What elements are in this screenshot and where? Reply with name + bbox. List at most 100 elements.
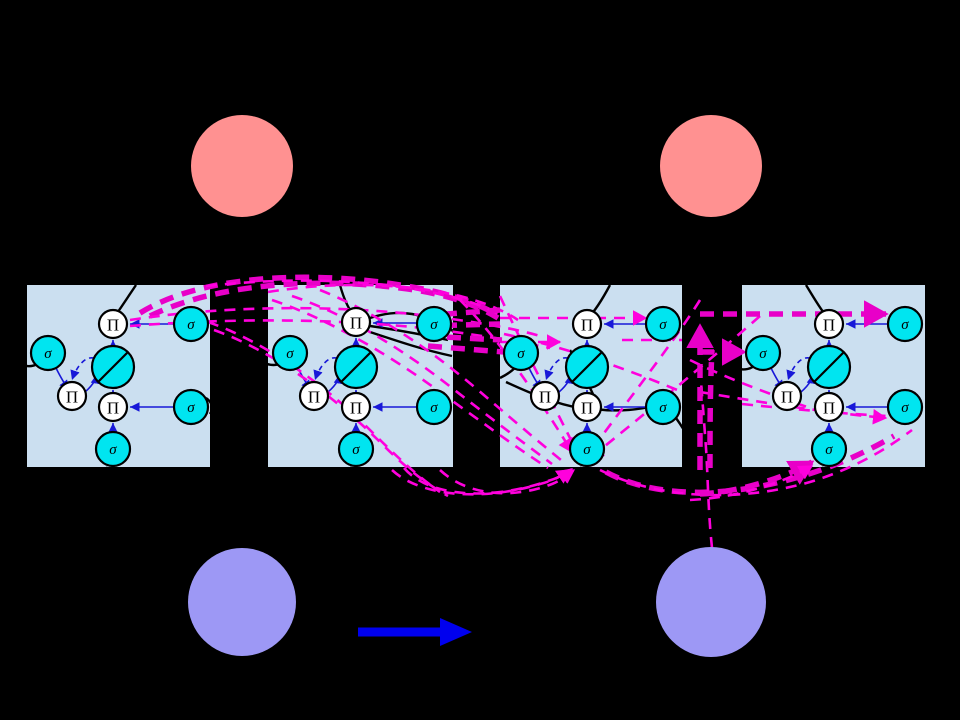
p3-sigma-bottom-circle [568, 430, 606, 468]
bottom-left-circle[interactable] [188, 548, 296, 656]
p2-pi-left-circle [298, 380, 330, 412]
p2-pi-top-label: Π [350, 314, 362, 333]
p3-pi-top-label: Π [581, 316, 593, 335]
magenta-lower-arc-5 [599, 428, 913, 497]
p4-sigma-left-circle [744, 334, 782, 372]
p1-pi-left[interactable]: Π [56, 380, 88, 412]
p4-sigma-bottom-label: σ [825, 442, 833, 458]
p4-pi-bottom-circle [813, 391, 845, 423]
magenta-into-p3-sigma-a [459, 299, 574, 454]
p1-sigma-left-circle [29, 334, 67, 372]
black-curve-p3-bottom [578, 466, 599, 475]
p4-pi-left[interactable]: Π [771, 380, 803, 412]
p4-hub[interactable] [806, 344, 852, 390]
p3-sigma-bottom-label: σ [583, 442, 591, 458]
magenta-p1-fan-a [129, 306, 541, 338]
p2-sigma-left-label: σ [286, 346, 294, 362]
p2-sigma-top[interactable]: σ [415, 305, 453, 343]
p2-sigma-bottom[interactable]: σ [337, 430, 375, 468]
p4-sigma-left[interactable]: σ [744, 334, 782, 372]
flow-arrow [358, 618, 472, 646]
magenta-lower-arc-2 [439, 468, 576, 495]
edge-hub-to-pileft-p2 [313, 357, 338, 381]
magenta-arc-top-4 [267, 283, 519, 322]
p4-pi-bottom[interactable]: Π [813, 391, 845, 423]
p3-pi-bottom-label: Π [581, 399, 593, 418]
p1-sigma-top[interactable]: σ [172, 305, 210, 343]
p2-sigma-left-circle [271, 334, 309, 372]
p1-hub[interactable] [90, 344, 136, 390]
magenta-into-p3-sigma-d [588, 315, 761, 460]
p3-sigma-bottom[interactable]: σ [568, 430, 606, 468]
magenta-p2-sigma-cluster-d [427, 343, 505, 355]
p2-pi-left[interactable]: Π [298, 380, 330, 412]
edge-hub-to-pileft-p1 [70, 357, 95, 381]
p1-pi-left-label: Π [66, 388, 78, 407]
p1-sigma-bottom[interactable]: σ [94, 430, 132, 468]
p2-pi-top[interactable]: Π [340, 306, 372, 338]
p2-sigma-bottom-label: σ [352, 442, 360, 458]
p3-sigma-mid-circle [644, 388, 682, 426]
p4-sigma-mid-circle [886, 388, 924, 426]
p4-pi-top-circle [813, 308, 845, 340]
p3-sigma-top-circle [644, 305, 682, 343]
p4-sigma-mid[interactable]: σ [886, 388, 924, 426]
magenta-ray-2 [213, 328, 449, 498]
p2-sigma-mid-label: σ [430, 400, 438, 416]
p3-sigma-left[interactable]: σ [502, 334, 540, 372]
p3-sigma-left-label: σ [517, 346, 525, 362]
p4-pi-top[interactable]: Π [813, 308, 845, 340]
p4-pi-top-label: Π [823, 316, 835, 335]
p2-sigma-mid[interactable]: σ [415, 388, 453, 426]
p2-sigma-left[interactable]: σ [271, 334, 309, 372]
top-right-circle[interactable] [660, 115, 762, 217]
magenta-lower-arc-4 [604, 433, 896, 496]
p3-sigma-top[interactable]: σ [644, 305, 682, 343]
p2-sigma-bottom-circle [337, 430, 375, 468]
black-curve-p2-bottom [348, 466, 369, 475]
p3-pi-bottom-circle [571, 391, 603, 423]
p1-sigma-mid[interactable]: σ [172, 388, 210, 426]
p2-pi-bottom[interactable]: Π [340, 391, 372, 423]
p3-hub-slash-icon [571, 351, 603, 383]
p3-pi-left[interactable]: Π [529, 380, 561, 412]
p1-pi-bottom[interactable]: Π [97, 391, 129, 423]
p1-pi-bottom-circle [97, 391, 129, 423]
black-curve-p1-bottom [104, 466, 125, 476]
bottom-right-circle[interactable] [656, 547, 766, 657]
magenta-p4-lower-line [699, 390, 888, 425]
p1-sigma-mid-circle [172, 388, 210, 426]
p2-sigma-mid-circle [415, 388, 453, 426]
p3-pi-top-circle [571, 308, 603, 340]
p1-sigma-left[interactable]: σ [29, 334, 67, 372]
p1-sigma-top-circle [172, 305, 210, 343]
p3-sigma-top-label: σ [659, 317, 667, 333]
p2-hub[interactable] [333, 344, 379, 390]
p4-pi-left-label: Π [781, 388, 793, 407]
p1-hub-slash-icon [97, 351, 129, 383]
magenta-ray-4 [291, 294, 553, 466]
p2-pi-left-label: Π [308, 388, 320, 407]
p4-sigma-top-label: σ [901, 317, 909, 333]
p3-pi-top[interactable]: Π [571, 308, 603, 340]
p3-hub[interactable] [564, 344, 610, 390]
p4-sigma-bottom-circle [810, 430, 848, 468]
magenta-arc-top-2 [148, 280, 500, 321]
p1-pi-top[interactable]: Π [97, 308, 129, 340]
p2-hub-slash-icon [340, 351, 372, 383]
big-circles [188, 115, 766, 657]
p3-pi-bottom[interactable]: Π [571, 391, 603, 423]
p3-sigma-mid[interactable]: σ [644, 388, 682, 426]
p1-sigma-top-label: σ [187, 317, 195, 333]
edge-hub-to-pileft-p3 [544, 357, 569, 381]
black-curve-p4-bottom [820, 466, 841, 475]
top-left-circle[interactable] [191, 115, 293, 217]
p2-pi-bottom-label: Π [350, 399, 362, 418]
p4-sigma-top[interactable]: σ [886, 305, 924, 343]
p4-sigma-bottom[interactable]: σ [810, 430, 848, 468]
p1-pi-top-label: Π [107, 316, 119, 335]
